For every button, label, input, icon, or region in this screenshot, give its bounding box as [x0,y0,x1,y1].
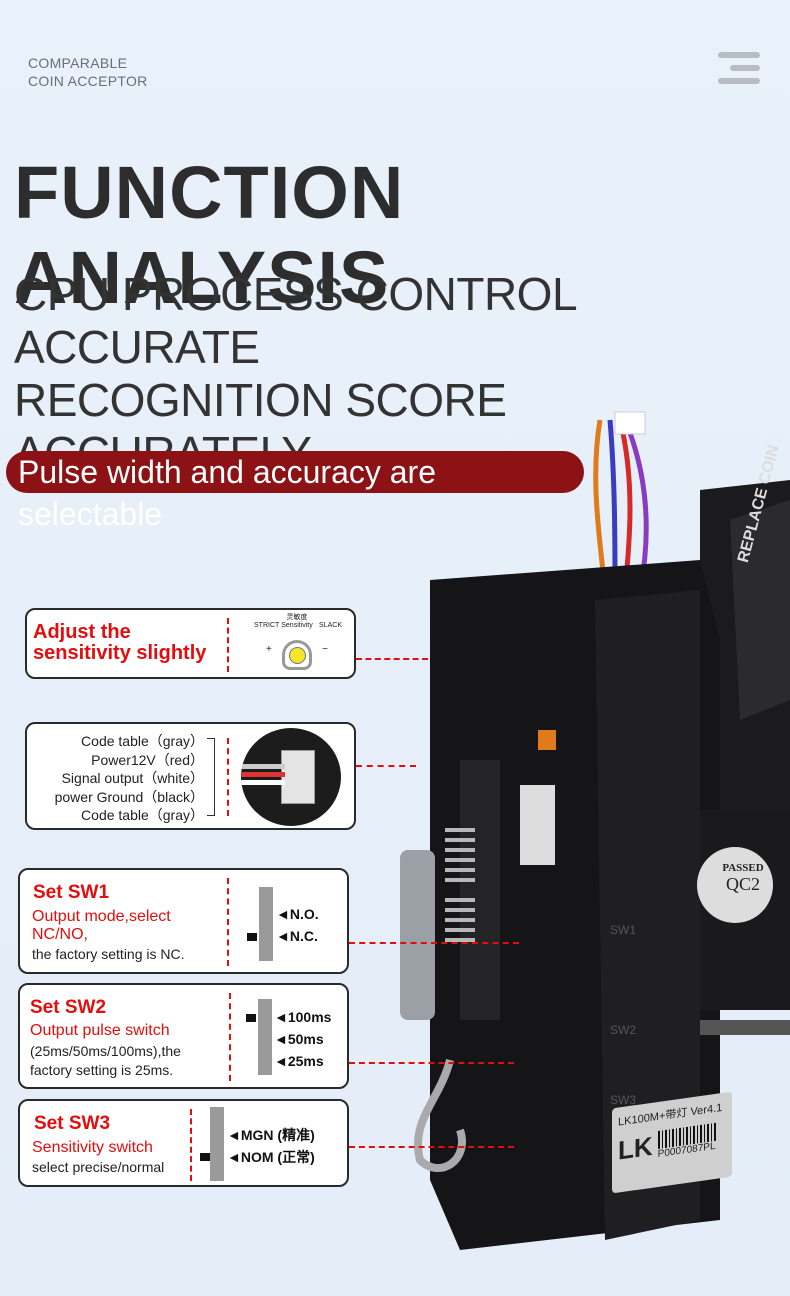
sw1-option: ◄N.C. [276,928,318,944]
callout-desc: Output mode,select [32,908,171,925]
callout-sw2: Set SW2 Output pulse switch (25ms/50ms/1… [18,983,349,1089]
dial-text: 灵敏度 [286,614,308,621]
sw-label: SW1 [610,923,637,937]
callout-note: select precise/normal [32,1159,165,1175]
callout-sensitivity: Adjust the sensitivity slightly 灵敏度 Sens… [25,608,356,679]
callout-title: Adjust the [33,621,131,643]
dial-slack: SLACK [319,622,342,629]
callout-title: sensitivity slightly [33,642,207,664]
sw2-option: ◄100ms [274,1009,332,1025]
callout-note: (25ms/50ms/100ms),the [30,1043,181,1059]
qc-line: PASSED [722,862,764,874]
sw-label: SW3 [610,1093,637,1107]
callout-title: Set SW2 [30,997,107,1018]
callout-title: Set SW1 [33,882,110,903]
sw2-option: ◄50ms [274,1031,324,1047]
hamburger-icon[interactable] [718,52,760,86]
sw-label: SW2 [610,1023,637,1037]
adjust-screw-icon [282,640,312,670]
callout-desc: Sensitivity switch [32,1139,153,1156]
dial-plus: + [266,644,272,655]
callout-title: Set SW3 [34,1113,111,1134]
callout-sw1: Set SW1 Output mode,select NC/NO, the fa… [18,868,349,974]
sw3-option: ◄MGN (精准) [227,1127,315,1143]
brand-line: COIN ACCEPTOR [28,73,148,89]
callout-note: the factory setting is NC. [32,946,185,962]
subtitle-line: CPU PROCESS CONTROL ACCURATE [14,268,576,373]
callout-note: factory setting is 25ms. [30,1062,174,1078]
brand-label: COMPARABLE COIN ACCEPTOR [28,54,148,90]
sw2-knob [246,1014,256,1022]
model-label: LK100M+带灯 Ver4.1 LK P0007087PL [612,1091,732,1194]
wire-label: Power12V（red） [91,751,204,768]
sw3-switch [210,1107,224,1181]
dial-text: Sensitivity [281,622,313,629]
sw3-option: ◄NOM (正常) [227,1149,315,1165]
brand-line: COMPARABLE [28,55,128,71]
callout-wiring: Code table（gray） Power12V（red） Signal ou… [25,722,356,830]
subtitle-line: RECOGNITION SCORE [14,374,507,426]
sw1-switch [259,887,273,961]
connector-photo [241,728,341,826]
sw1-knob [247,933,257,941]
dial-minus: − [322,644,328,655]
feature-banner: Pulse width and accuracy are selectable [6,451,584,532]
qc-line: QC2 [725,874,760,894]
sw-labels: SW1 SW2 SW3 [610,880,636,1120]
wire-label: Signal output（white） [61,770,204,786]
lk-logo: LK [618,1130,653,1166]
sw2-option: ◄25ms [274,1053,324,1069]
dial-strict: STRICT [254,622,280,629]
sw2-switch [258,999,272,1075]
wire-label: Code table（gray） [81,733,204,749]
qc-passed-sticker: PASSED QC2 [705,862,781,895]
coin-acceptor-image [400,400,790,1260]
sensitivity-dial: 灵敏度 Sensitivity STRICT SLACK + − [242,612,352,676]
callout-desc: Output pulse switch [30,1022,170,1039]
wire-label: power Ground（black） [54,788,204,805]
wire-label: Code table（gray） [81,807,204,823]
callout-desc: NC/NO, [32,926,88,943]
sw1-option: ◄N.O. [276,906,319,922]
sw3-knob [200,1153,210,1161]
callout-sw3: Set SW3 Sensitivity switch select precis… [18,1099,349,1187]
page-title: FUNCTION ANALYSIS [14,151,405,319]
